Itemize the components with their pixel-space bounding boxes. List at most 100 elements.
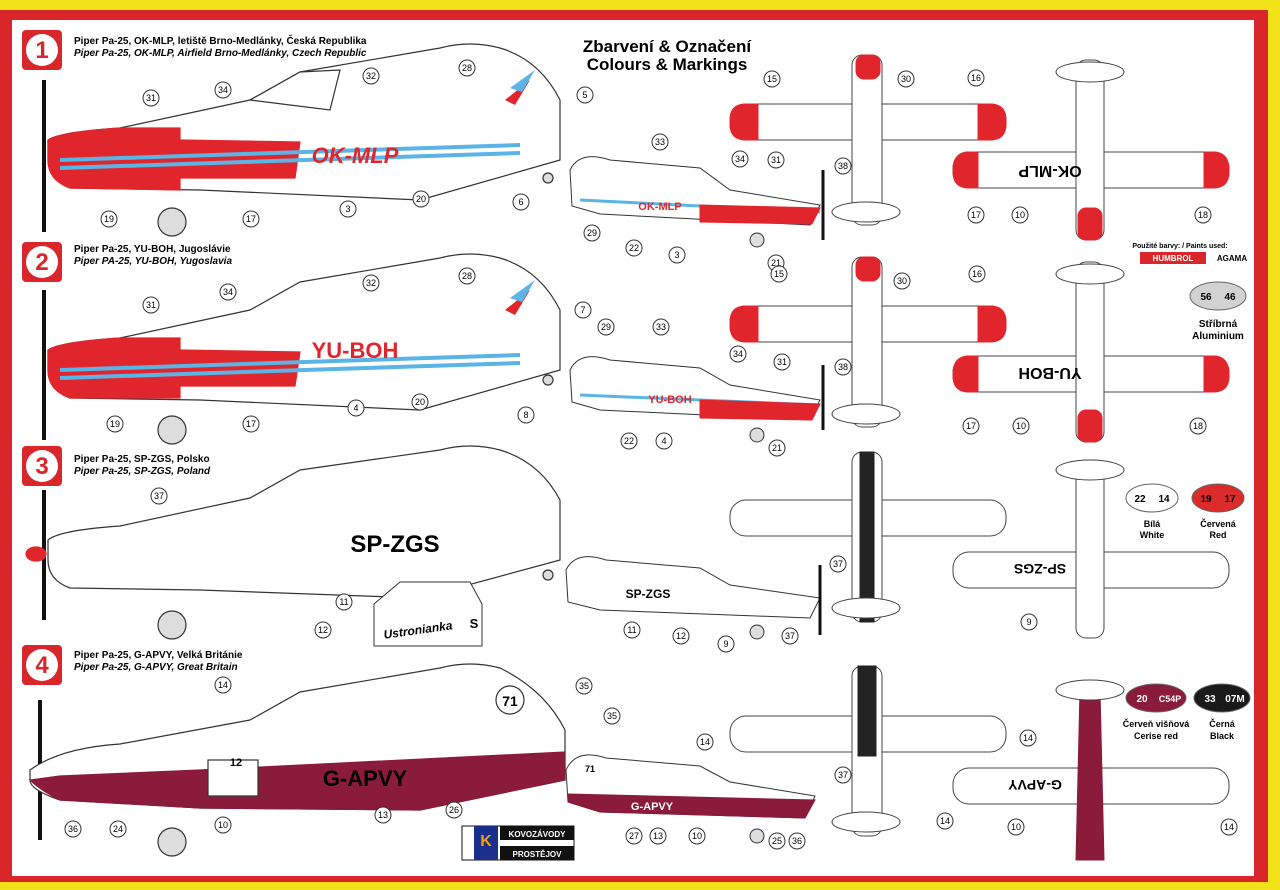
scheme-2-registration-small: YU-BOH [648, 394, 691, 406]
callout: 13 [374, 806, 392, 824]
callout: 37 [781, 627, 799, 645]
callout: 19 [100, 210, 118, 228]
scheme-4-registration-bottom: G-APVY [1008, 777, 1062, 793]
scheme-1-title-en: Piper Pa-25, OK-MLP, Airfield Brno-Medlá… [74, 48, 367, 59]
callout: 31 [142, 296, 160, 314]
callout: 36 [64, 820, 82, 838]
callout: 35 [603, 707, 621, 725]
logo-mark: K [480, 833, 492, 850]
svg-text:32: 32 [366, 278, 376, 288]
svg-text:20: 20 [415, 397, 425, 407]
swatch-cerise-name-en: Cerise red [1134, 731, 1178, 741]
callout: 25 [768, 832, 786, 850]
swatch-cerise-code-1: 20 [1136, 694, 1148, 705]
scheme-4-fuselage-number: 12 [230, 757, 242, 769]
scheme-4-side-view [28, 663, 566, 857]
scheme-3-registration-bottom: SP-ZGS [1014, 561, 1066, 577]
callout: 29 [597, 318, 615, 336]
callout: 20 [412, 190, 430, 208]
paints-label: Použité barvy: / Paints used: [1132, 243, 1227, 250]
swatch-cerise-code-2: C54P [1159, 694, 1182, 704]
svg-text:38: 38 [838, 161, 848, 171]
callout: 36 [788, 832, 806, 850]
scheme-2-title-cz: Piper Pa-25, YU-BOH, Jugoslávie [74, 244, 231, 255]
svg-text:31: 31 [777, 357, 787, 367]
callout: 37 [834, 766, 852, 784]
callout: 15 [770, 265, 788, 283]
swatch-white-name-cz: Bílá [1144, 519, 1162, 529]
svg-text:35: 35 [607, 711, 617, 721]
paint-brand-1: HUMBROL [1153, 254, 1194, 263]
svg-text:19: 19 [110, 419, 120, 429]
scheme-2-registration-side: YU-BOH [312, 338, 399, 363]
callout: 34 [219, 283, 237, 301]
svg-text:17: 17 [246, 214, 256, 224]
callout: 31 [142, 89, 160, 107]
scheme-4-title-en: Piper Pa-25, G-APVY, Great Britain [74, 662, 238, 673]
svg-text:26: 26 [449, 805, 459, 815]
callout: 34 [214, 81, 232, 99]
scheme-2-bottom-view [952, 261, 1230, 443]
svg-text:11: 11 [627, 625, 636, 635]
badge-1-number: 1 [35, 37, 48, 64]
callout: 30 [893, 272, 911, 290]
svg-text:22: 22 [624, 436, 634, 446]
svg-text:10: 10 [1015, 210, 1025, 220]
callout: 16 [967, 69, 985, 87]
svg-text:7: 7 [580, 305, 585, 315]
callout: 30 [897, 70, 915, 88]
svg-text:17: 17 [246, 419, 256, 429]
swatch-white-code-2: 14 [1158, 494, 1170, 505]
swatch-black-code-1: 33 [1204, 694, 1216, 705]
callout: 34 [731, 150, 749, 168]
paint-brand-2: AGAMA [1217, 254, 1247, 263]
callout: 17 [962, 417, 980, 435]
scheme-1-small-side-view [569, 156, 825, 248]
paint-swatch-cerise: 20 C54P Červeň višňová Cerise red [1123, 683, 1190, 741]
callout: 14 [214, 676, 232, 694]
callout: 3 [668, 246, 686, 264]
callout: 11 [623, 621, 641, 639]
callout: 4 [655, 432, 673, 450]
svg-text:38: 38 [838, 362, 848, 372]
svg-text:21: 21 [772, 443, 782, 453]
swatch-black-name-en: Black [1210, 731, 1235, 741]
callout: 16 [968, 265, 986, 283]
scheme-4-fin-number-small: 71 [585, 764, 595, 774]
svg-text:6: 6 [518, 197, 523, 207]
callout: 14 [936, 812, 954, 830]
scheme-1-registration-small: OK-MLP [638, 201, 681, 213]
callout: 10 [1012, 417, 1030, 435]
svg-text:12: 12 [318, 625, 328, 635]
callout: 7 [574, 301, 592, 319]
svg-text:15: 15 [774, 269, 784, 279]
callout: 9 [1020, 613, 1038, 631]
scheme-4-registration-small: G-APVY [631, 801, 674, 813]
paint-swatch-white: 22 14 Bílá White [1125, 483, 1179, 540]
paint-swatch-red: 19 17 Červená Red [1191, 483, 1245, 540]
callout: 22 [625, 239, 643, 257]
svg-text:29: 29 [601, 322, 611, 332]
svg-text:4: 4 [661, 436, 666, 446]
callout: 12 [314, 621, 332, 639]
svg-text:17: 17 [971, 210, 981, 220]
callout: 31 [767, 151, 785, 169]
scheme-4-small-side-view [565, 754, 816, 844]
callout: 10 [1007, 818, 1025, 836]
svg-text:14: 14 [1224, 822, 1234, 832]
callout: 10 [688, 827, 706, 845]
svg-text:27: 27 [629, 831, 639, 841]
svg-text:24: 24 [113, 824, 123, 834]
scheme-1-bottom-view [952, 59, 1230, 241]
svg-text:30: 30 [901, 74, 911, 84]
callout: 38 [834, 157, 852, 175]
badge-4-number: 4 [35, 652, 49, 679]
callout: 10 [214, 816, 232, 834]
swatch-red-code-2: 17 [1224, 494, 1236, 505]
svg-text:18: 18 [1193, 421, 1203, 431]
callout: 37 [150, 487, 168, 505]
svg-text:25: 25 [772, 836, 782, 846]
callout: 19 [106, 415, 124, 433]
swatch-aluminium-name-cz: Stříbrná [1199, 319, 1238, 330]
svg-text:16: 16 [972, 269, 982, 279]
